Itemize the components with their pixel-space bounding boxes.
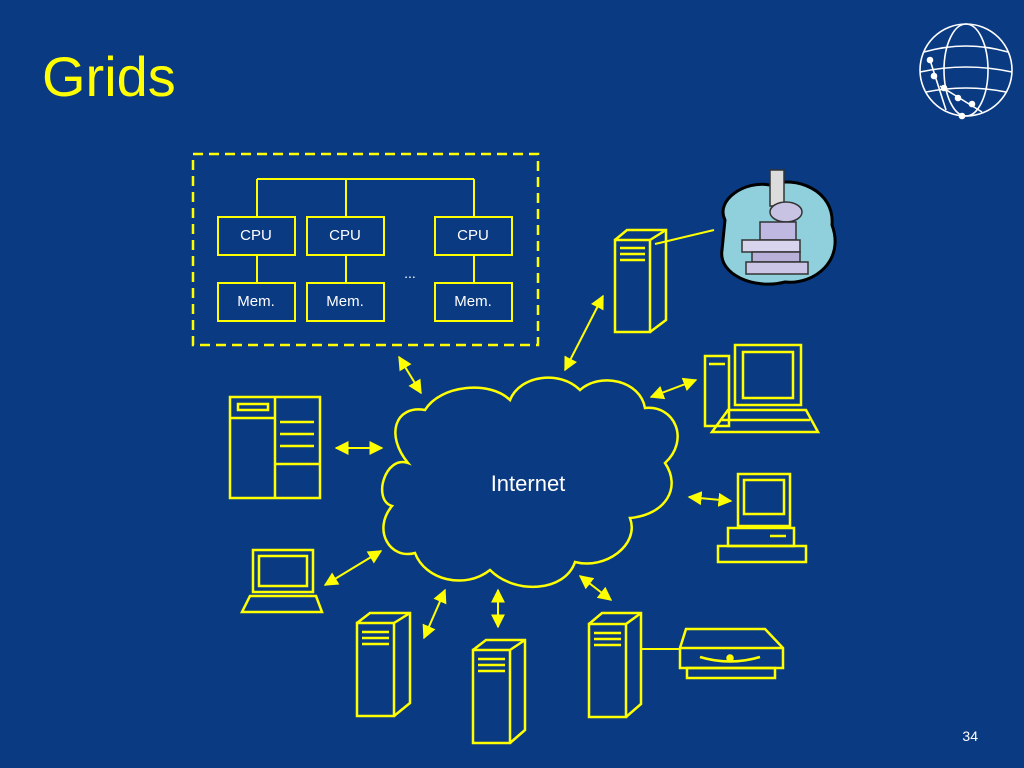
mem-label: Mem. xyxy=(237,293,275,310)
mainframe-icon xyxy=(228,395,322,500)
internet-cloud xyxy=(381,376,679,589)
page-number: 34 xyxy=(962,728,978,744)
ellipsis-label: ... xyxy=(404,265,416,281)
mem-label: Mem. xyxy=(454,293,492,310)
desktop-computer-icon xyxy=(703,343,821,434)
microscope-icon xyxy=(720,169,837,286)
disk-drive-icon xyxy=(678,627,785,680)
cluster-bus xyxy=(256,178,475,283)
desktop-computer-icon xyxy=(716,472,808,564)
globe-logo-icon xyxy=(919,23,1013,120)
cpu-label: CPU xyxy=(329,227,361,244)
cpu-label: CPU xyxy=(457,227,489,244)
mem-box xyxy=(217,282,296,322)
mem-box xyxy=(306,282,385,322)
laptop-icon xyxy=(239,548,324,614)
cluster-boundary xyxy=(191,152,540,347)
cpu-box xyxy=(434,216,513,256)
cpu-label: CPU xyxy=(240,227,272,244)
internet-label: Internet xyxy=(491,471,566,496)
mem-box xyxy=(434,282,513,322)
cpu-box xyxy=(217,216,296,256)
server-tower-icon xyxy=(471,638,527,745)
page-title: Grids xyxy=(42,45,176,108)
mem-label: Mem. xyxy=(326,293,364,310)
server-tower-icon xyxy=(587,611,643,719)
connection-arrows xyxy=(323,229,733,650)
server-tower-icon xyxy=(355,611,412,718)
cpu-box xyxy=(306,216,385,256)
server-tower-icon xyxy=(613,228,668,334)
